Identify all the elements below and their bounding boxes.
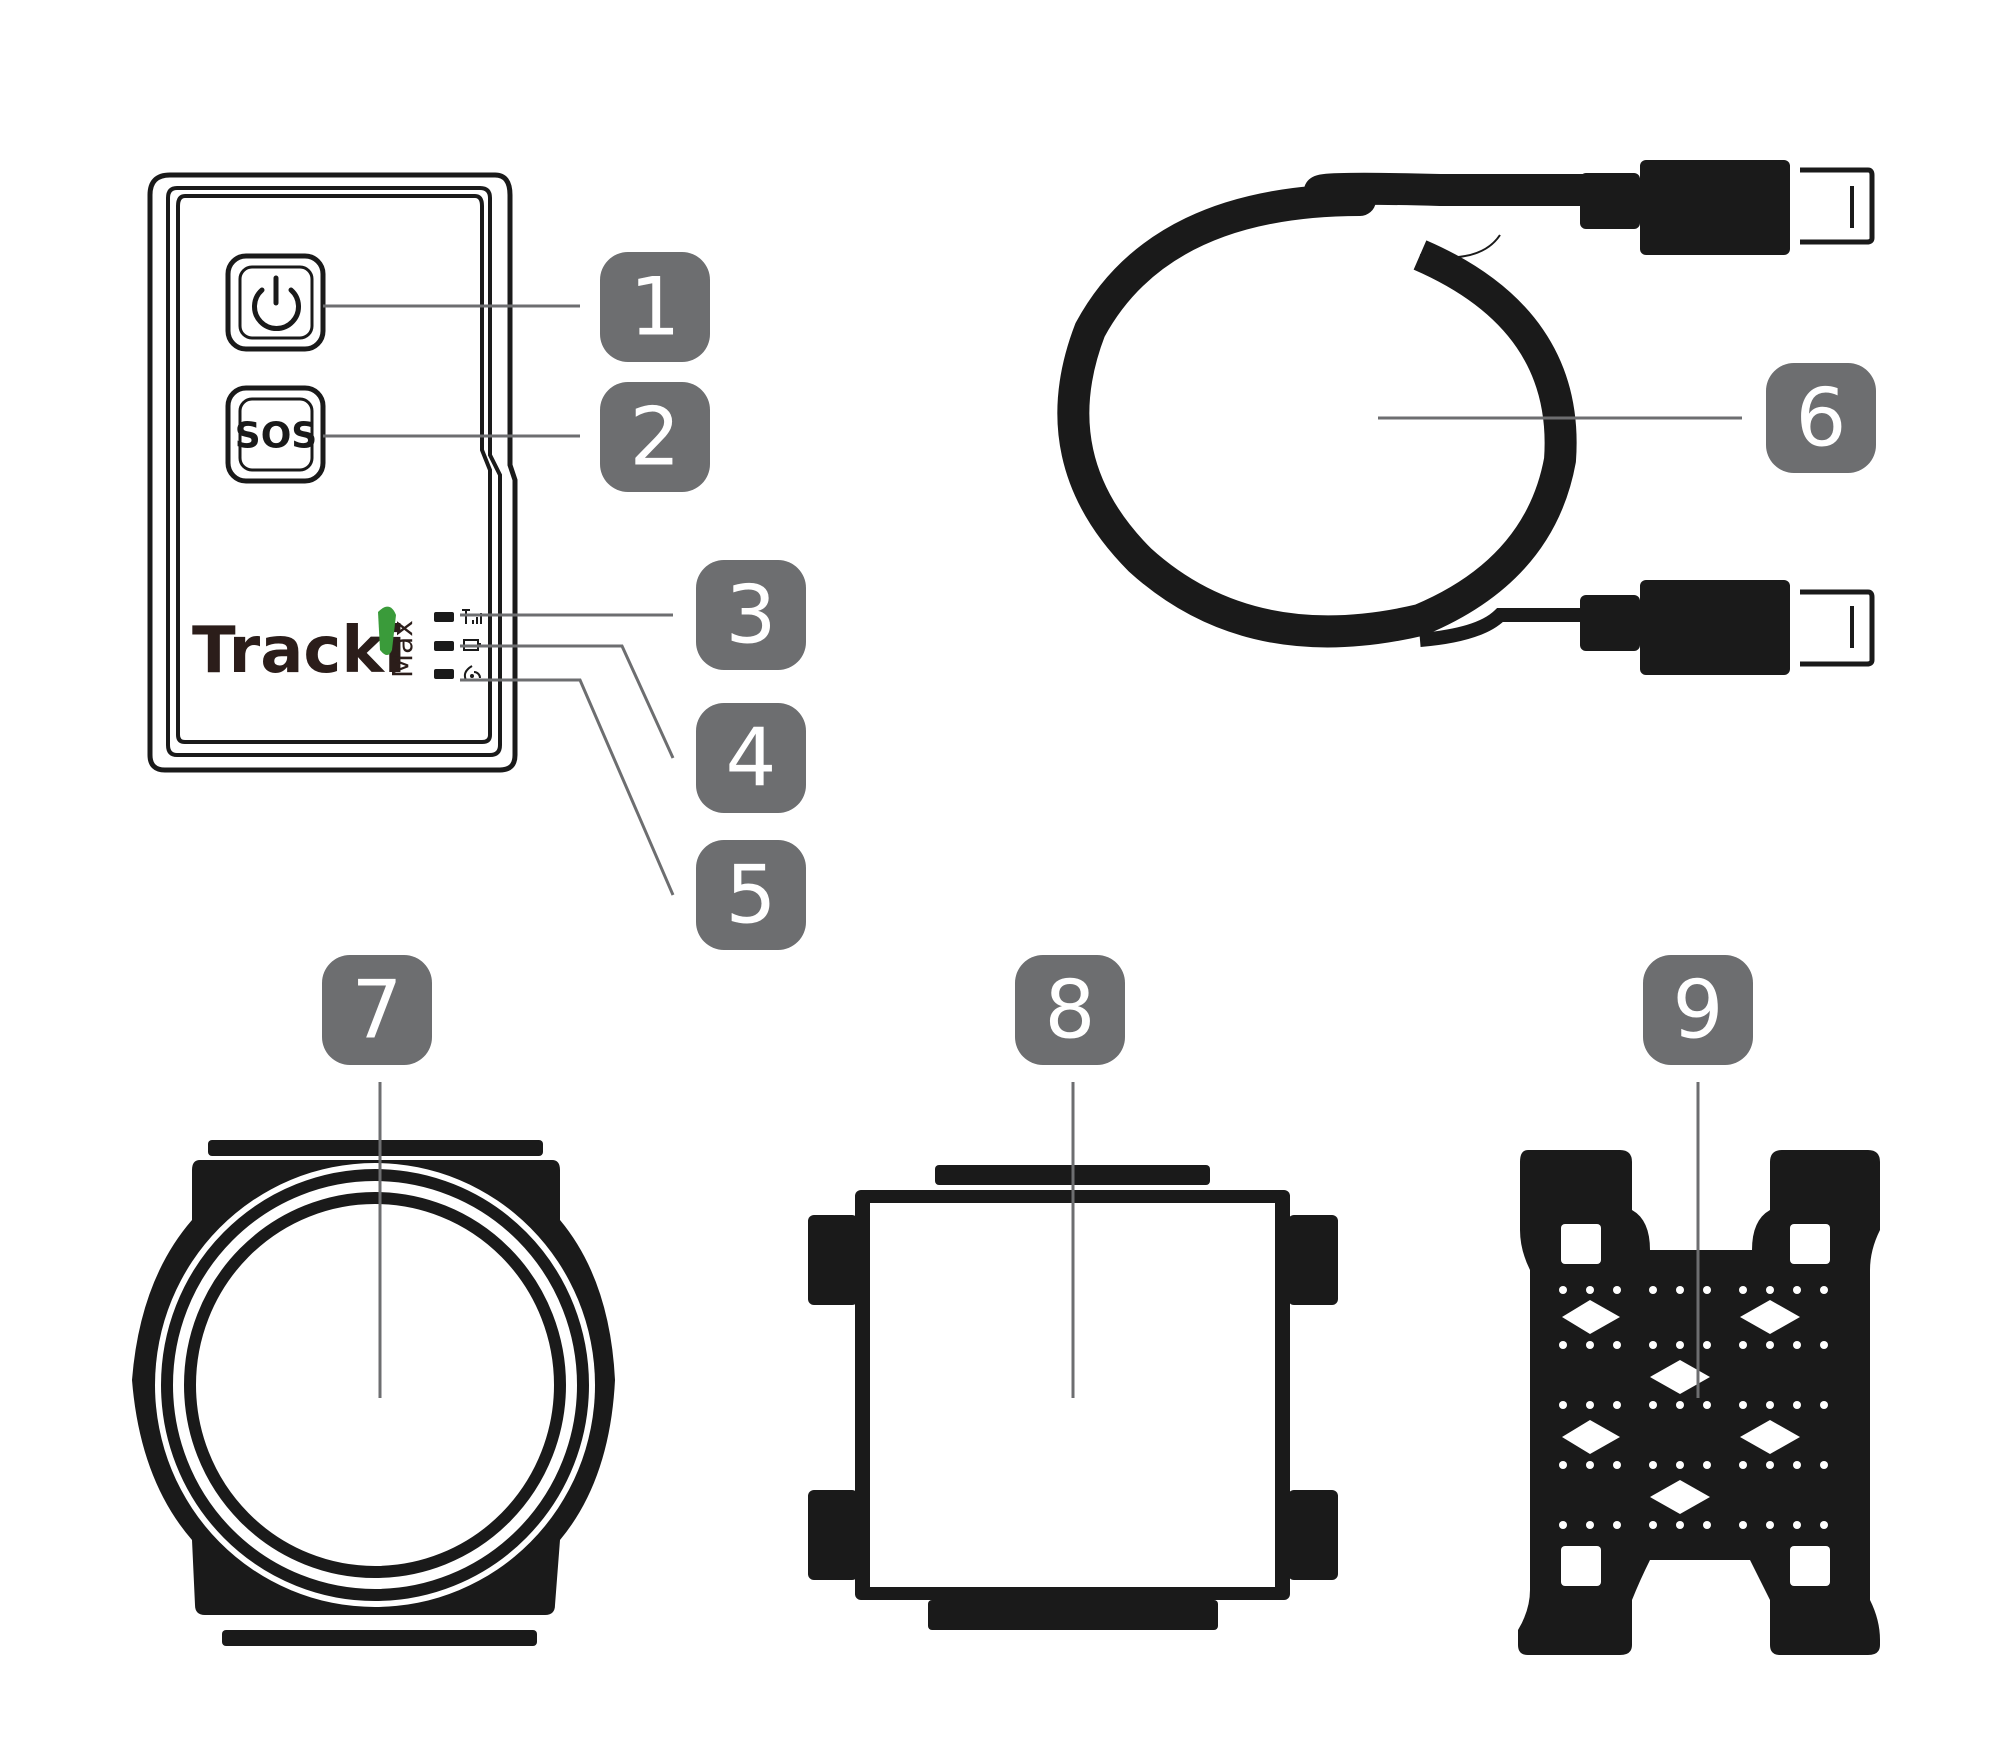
strap-holder bbox=[1518, 1150, 1880, 1655]
sos-label: SOS bbox=[235, 416, 317, 457]
leader-lines bbox=[323, 304, 1742, 1398]
brand-logo: Tracki Max bbox=[192, 606, 419, 688]
callout-5-number: 5 bbox=[726, 849, 777, 942]
callout-2: 2 bbox=[600, 382, 710, 492]
callout-6: 6 bbox=[1766, 363, 1876, 473]
gps-icon bbox=[463, 665, 481, 681]
callout-3: 3 bbox=[696, 560, 806, 670]
callout-4-number: 4 bbox=[726, 712, 777, 805]
callout-1-number: 1 bbox=[630, 261, 681, 354]
usb-c-connector-top bbox=[1580, 160, 1875, 255]
callout-7: 7 bbox=[322, 955, 432, 1065]
power-icon bbox=[252, 275, 301, 332]
callout-8-number: 8 bbox=[1045, 964, 1096, 1057]
callout-9: 9 bbox=[1643, 955, 1753, 1065]
callout-3-number: 3 bbox=[726, 569, 777, 662]
callout-6-number: 6 bbox=[1796, 372, 1847, 465]
power-button bbox=[225, 253, 326, 352]
battery-led bbox=[434, 641, 454, 651]
signal-led bbox=[434, 612, 454, 622]
signal-icon bbox=[462, 609, 482, 624]
callout-1: 1 bbox=[600, 252, 710, 362]
round-case bbox=[132, 1140, 615, 1646]
brand-name: Tracki bbox=[192, 614, 406, 688]
tracker-device: SOS Tracki Max bbox=[147, 172, 518, 773]
sos-button: SOS bbox=[225, 385, 326, 484]
callout-9-number: 9 bbox=[1673, 964, 1724, 1057]
callout-2-number: 2 bbox=[630, 391, 681, 484]
usb-c-connector-bottom bbox=[1580, 580, 1875, 675]
callout-5: 5 bbox=[696, 840, 806, 950]
callout-7-number: 7 bbox=[352, 964, 403, 1057]
callout-4: 4 bbox=[696, 703, 806, 813]
gps-led bbox=[434, 669, 454, 679]
callout-8: 8 bbox=[1015, 955, 1125, 1065]
strap-perforations bbox=[1559, 1286, 1828, 1529]
usb-cable bbox=[1057, 160, 1875, 675]
brand-model: Max bbox=[386, 620, 419, 678]
